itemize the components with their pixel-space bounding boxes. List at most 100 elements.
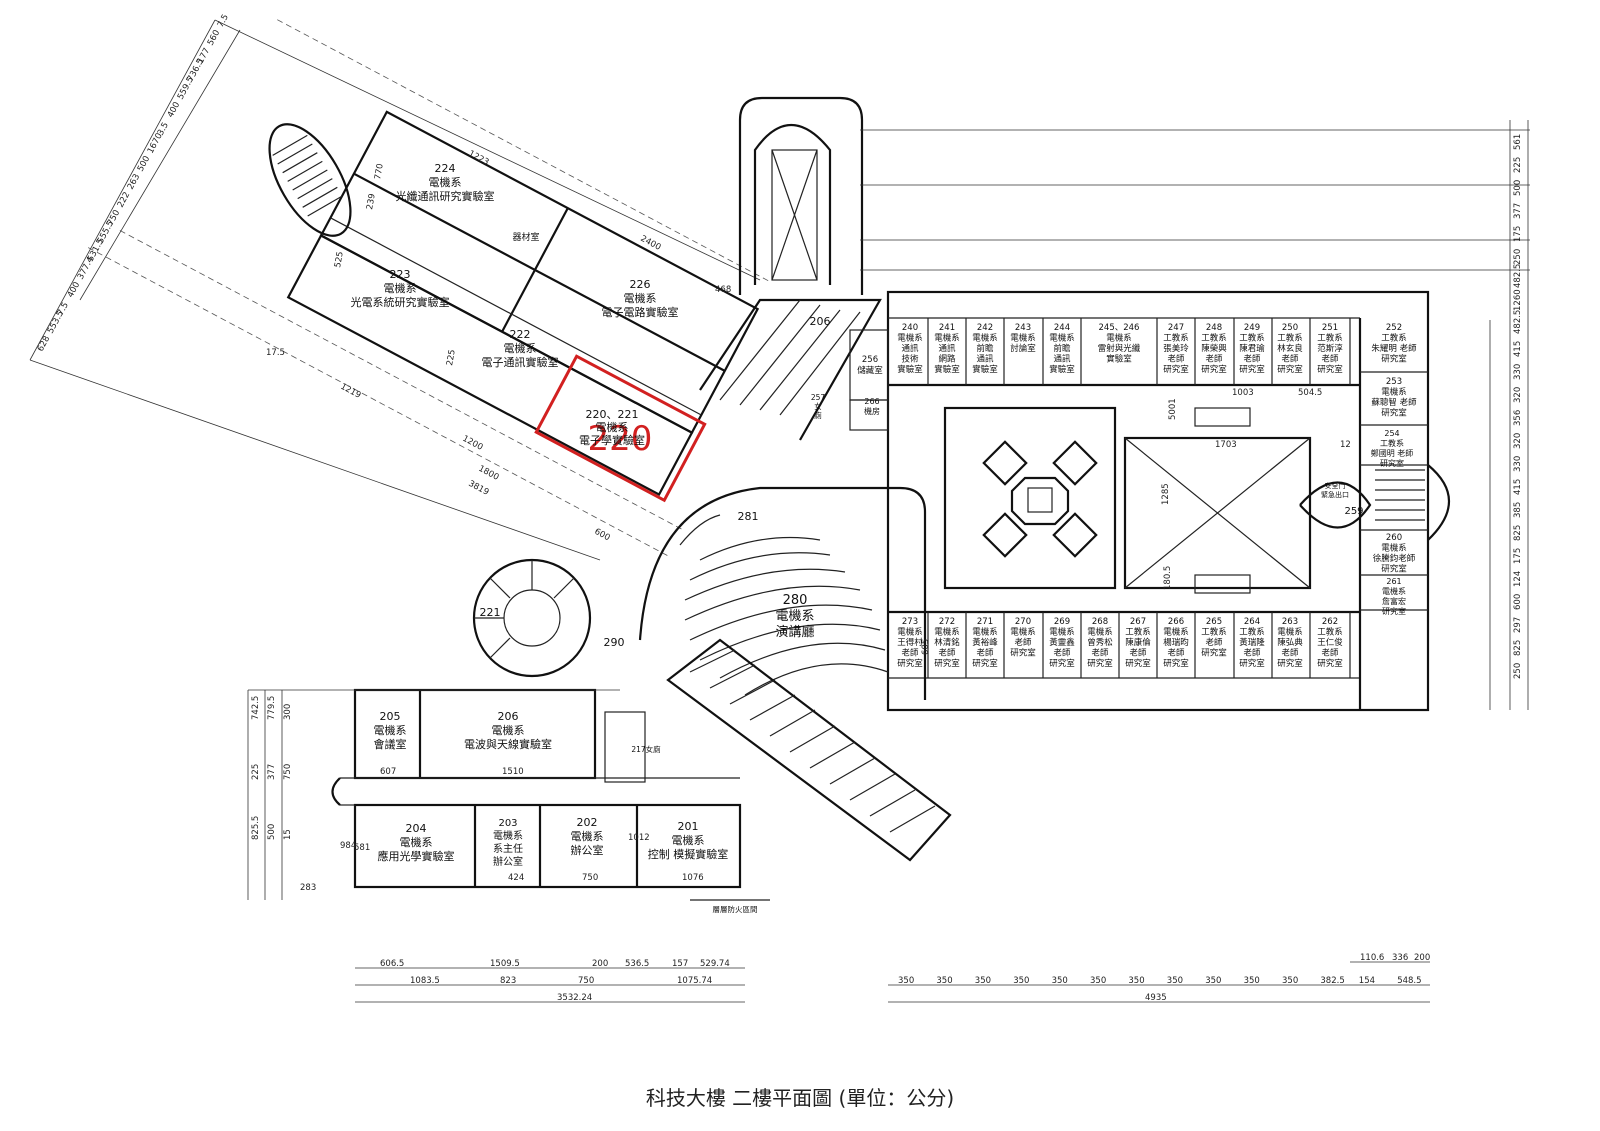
room-label-line: 朱耀明 老師: [1371, 343, 1417, 354]
dimension-label: 330: [1513, 364, 1523, 380]
room-label-line: 265: [1206, 617, 1222, 627]
dimension-label: 222: [116, 190, 132, 209]
room-label-line: 黃瑞隆: [1239, 637, 1265, 648]
dimension-label: 628: [36, 334, 52, 353]
room-label-line: 研究室: [1381, 354, 1407, 365]
room-label-line: 層層防火區間: [713, 904, 758, 914]
dimension-label: 400: [66, 280, 82, 299]
room-label-line: 系主任: [493, 842, 523, 855]
room-label-line: 269: [1054, 617, 1070, 627]
room-label-line: 266: [864, 397, 879, 406]
room-label-line: 光纖通訊研究實驗室: [396, 189, 495, 203]
room-label-line: 研究室: [1382, 606, 1406, 616]
room-label-line: 研究室: [1381, 408, 1407, 419]
dimension-label: 468: [715, 285, 731, 295]
room-label-line: 研究室: [1380, 458, 1404, 468]
room-label-line: 工教系: [1380, 438, 1404, 448]
room-label-line: 電機系: [775, 609, 814, 624]
room-label-line: 緊急出口: [1321, 490, 1349, 499]
room-label-line: 徐騰鈞老師: [1373, 553, 1416, 564]
dimension-label: 1003: [1232, 388, 1254, 398]
room-label-line: 老師: [1321, 354, 1339, 365]
room-label-r217: 217女廁: [631, 744, 661, 754]
room-label-line: 電機系: [934, 627, 960, 638]
room-label-line: 電機系: [624, 291, 657, 305]
room-label-line: 電機系: [972, 627, 998, 638]
dimension-label: 1219: [339, 382, 363, 401]
dimension-label: 350: [1128, 976, 1144, 986]
dimension-label: 4935: [1145, 993, 1167, 1003]
dimension-label: 336: [1392, 953, 1408, 963]
room-label-line: 陳君瑜: [1239, 343, 1265, 354]
room-label-line: 林玄良: [1277, 343, 1303, 354]
room-label-line: 通訊: [938, 343, 956, 354]
room-label-line: 電機系: [897, 333, 923, 344]
room-label-line: 273: [902, 617, 918, 627]
room-label-line: 研究室: [1277, 658, 1303, 669]
dimension-label: 504.5: [1298, 388, 1322, 398]
spiral-stair: [472, 558, 592, 678]
dimension-label: 424: [508, 873, 524, 883]
room-label-line: 老師: [1091, 648, 1109, 659]
room-label-line: 蘇聰智 老師: [1371, 397, 1417, 408]
room-label-line: 老師: [1243, 648, 1261, 659]
room-label-line: 工教系: [1201, 627, 1227, 638]
room-label-line: 應用光學實驗室: [378, 849, 455, 863]
right-main-block: [849, 290, 1450, 712]
room-label-line: 262: [1322, 617, 1338, 627]
room-label-line: 研究室: [1163, 364, 1189, 375]
room-label-line: 工教系: [1163, 333, 1189, 344]
dimension-label: 200: [1414, 953, 1430, 963]
room-label-line: 老師: [1205, 637, 1223, 648]
dimension-label: 1200: [461, 434, 485, 453]
room-label-line: 辦公室: [493, 855, 523, 868]
highlight-room-220[interactable]: [534, 354, 707, 503]
dimension-label: 1012: [628, 833, 650, 843]
dimension-label: 500: [267, 824, 277, 840]
room-label-line: 222: [510, 328, 531, 341]
dimension-label: 525: [333, 251, 346, 269]
dimension-label: 320: [1513, 387, 1523, 403]
dimension-label: 330: [1513, 456, 1523, 472]
room-label-line: 電機系: [1010, 627, 1036, 638]
room-label-line: 電機系: [1106, 333, 1132, 344]
dimension-label: 1076: [682, 873, 704, 883]
dimension-label: 770: [373, 163, 386, 181]
room-label-line: 220、221: [586, 408, 639, 421]
room-label-line: 256: [862, 355, 878, 365]
room-label-rqc: 器材室: [512, 231, 539, 243]
room-label-line: 261: [1386, 577, 1401, 586]
right-column-rooms: [1299, 318, 1450, 710]
dimension-label: 1075.74: [677, 976, 712, 986]
room-label-line: 林清銘: [934, 637, 960, 648]
room-label-line: 研究室: [1125, 658, 1151, 669]
dimension-label: 225: [1513, 157, 1523, 173]
dimension-label: 415: [1513, 341, 1523, 357]
dimension-label: 553.5: [46, 309, 66, 335]
room-label-line: 老師: [1281, 648, 1299, 659]
room-label-line: 263: [1282, 617, 1298, 627]
room-label-line: 267: [1130, 617, 1146, 627]
dimension-label: 823: [500, 976, 516, 986]
room-label-line: 251: [1322, 323, 1338, 333]
dimension-label: 110.6: [1360, 953, 1384, 963]
dimension-label: 825.5: [251, 816, 261, 840]
dimension-label: 385: [1513, 502, 1523, 518]
stair-core-top: [738, 96, 864, 295]
dimension-label: 825: [1513, 640, 1523, 656]
dimension-label: 536.5: [625, 959, 649, 969]
